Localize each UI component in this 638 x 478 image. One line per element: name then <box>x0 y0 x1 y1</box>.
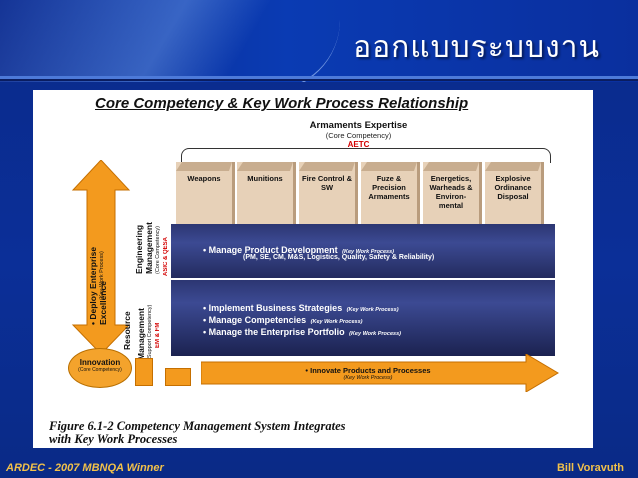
footer-right: Bill Voravuth <box>556 462 624 474</box>
band-strategy-main-2: • Manage Competencies <box>203 315 307 325</box>
innovate-label: • Innovate Products and Processes (Key W… <box>273 366 463 381</box>
band-product-sub: (PM, SE, CM, M&S, Logistics, Quality, Sa… <box>243 254 435 261</box>
innovate-kw: (Key Work Process) <box>343 375 393 381</box>
slide-header: ออกแบบระบบงาน <box>0 0 638 82</box>
armaments-title: Armaments Expertise <box>309 120 408 131</box>
band-strategy-line-1: • Implement Business Strategies (Key Wor… <box>203 298 399 316</box>
band-strategy-line-3: • Manage the Enterprise Portfolio (Key W… <box>203 322 401 340</box>
innovation-circle: Innovation (Core Competency) <box>68 348 132 388</box>
resource-org: EM & FM <box>155 322 161 348</box>
armaments-subtitle: (Core Competency) <box>325 131 392 140</box>
figure-heading: Core Competency & Key Work Process Relat… <box>95 95 469 112</box>
column-fuze: Fuze & Precision Armaments <box>361 162 417 226</box>
figure-caption: Figure 6.1-2 Competency Management Syste… <box>49 420 346 446</box>
resource-label-1: Resource <box>122 311 132 350</box>
armaments-org: AETC <box>347 140 370 149</box>
deploy-kw: (Key Work Process) <box>99 251 105 300</box>
header-divider-shadow <box>0 79 638 81</box>
band-product-development: • Manage Product Development (Key Work P… <box>171 224 555 278</box>
figure-panel: Core Competency & Key Work Process Relat… <box>33 90 593 448</box>
engineering-label-1: Engineering <box>134 224 144 274</box>
armaments-expertise: Armaments Expertise (Core Competency) AE… <box>296 120 421 149</box>
slide-title: ออกแบบระบบงาน <box>353 31 600 64</box>
band-strategy-main-3: • Manage the Enterprise Portfolio <box>203 327 345 337</box>
band-product-kw: (Key Work Process) <box>342 249 395 255</box>
small-orange-box-2 <box>165 368 191 386</box>
header-divider <box>0 76 638 79</box>
innovation-title: Innovation <box>79 358 121 367</box>
column-eod: Explosive Ordinance Disposal <box>485 162 541 226</box>
engineering-org: ASIC & QESA <box>163 236 169 276</box>
band-strategy-line-2: • Manage Competencies (Key Work Process) <box>203 310 363 328</box>
band-strategy-kw-2: (Key Work Process) <box>310 319 363 325</box>
footer-left: ARDEC - 2007 MBNQA Winner <box>6 462 164 474</box>
band-strategy-kw-3: (Key Work Process) <box>349 331 401 337</box>
header-swoosh-line <box>120 20 340 82</box>
small-orange-box-1 <box>135 358 153 386</box>
column-munitions: Munitions <box>237 162 293 226</box>
resource-sub: (Support Competency) <box>147 304 153 360</box>
column-weapons: Weapons <box>176 162 232 226</box>
band-product-line: • Manage Product Development (Key Work P… <box>203 240 394 258</box>
column-fire-control: Fire Control & SW <box>299 162 355 226</box>
band-strategy-kw-1: (Key Work Process) <box>346 307 399 313</box>
band-business-strategy: • Implement Business Strategies (Key Wor… <box>171 280 555 356</box>
armaments-brace <box>181 148 551 163</box>
caption-line-1: Figure 6.1-2 Competency Management Syste… <box>49 419 346 433</box>
innovate-main: • Innovate Products and Processes <box>305 366 431 375</box>
caption-line-2: with Key Work Processes <box>49 432 178 446</box>
engineering-label-2: Management <box>144 222 154 274</box>
engineering-sub: (Core Competency) <box>155 226 161 274</box>
resource-label-2: Management <box>136 308 146 360</box>
band-product-main: • Manage Product Development <box>203 245 338 255</box>
innovate-arrow <box>201 354 559 392</box>
innovation-sub: (Core Competency) <box>78 367 122 373</box>
band-strategy-main-1: • Implement Business Strategies <box>203 303 343 313</box>
column-energetics: Energetics, Warheads & Environ- mental <box>423 162 479 226</box>
deploy-label: • Deploy Enterprise Excellence <box>88 246 108 325</box>
